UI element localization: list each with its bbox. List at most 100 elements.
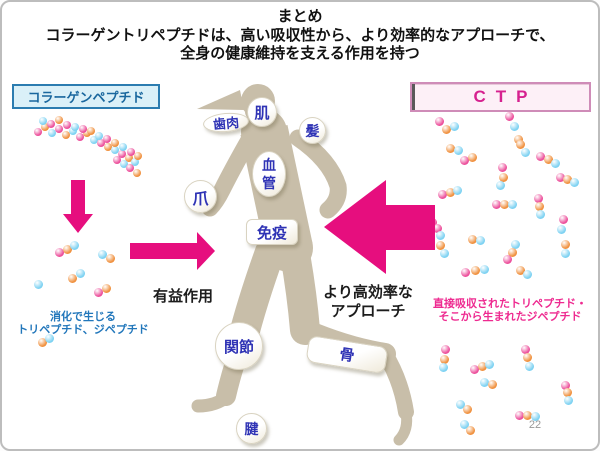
peptide-bead xyxy=(87,127,95,135)
peptide-bead xyxy=(504,111,514,121)
body-label-immunity: 免疫 xyxy=(246,219,298,245)
peptide-bead xyxy=(507,199,517,209)
back-toe xyxy=(393,406,413,446)
peptide-bead xyxy=(44,333,54,343)
peptide-bead xyxy=(491,199,501,209)
tendon-text: 腱 xyxy=(244,420,259,437)
peptide-bead xyxy=(69,240,79,250)
peptide-bead xyxy=(118,150,126,158)
peptide-bead xyxy=(47,120,55,128)
vessel-text-2: 管 xyxy=(262,175,276,191)
peptide-bead xyxy=(111,146,119,154)
peptide-bead xyxy=(95,132,103,140)
peptide-bead xyxy=(459,419,469,429)
title-block: まとめ コラーゲントリペプチドは、高い吸収性から、より効率的なアプローチで、 全… xyxy=(2,8,598,64)
peptide-bead xyxy=(104,143,112,151)
beneficial-action-text: 有益作用 xyxy=(152,288,213,305)
peptide-bead xyxy=(479,377,489,387)
peptide-bead xyxy=(39,117,47,125)
back-arm xyxy=(289,129,347,219)
left-arrow-icon xyxy=(324,180,435,274)
peptide-bead xyxy=(62,244,72,254)
peptide-bead xyxy=(562,387,572,397)
vessel-text-1: 血 xyxy=(262,157,276,173)
peptide-bead xyxy=(535,209,545,219)
peptide-bead xyxy=(125,154,133,162)
peptide-bead xyxy=(514,410,524,420)
subtitle-line-2: 全身の健康維持を支える作用を持つ xyxy=(180,45,420,62)
peptide-bead xyxy=(445,143,455,153)
peptide-bead xyxy=(459,155,469,165)
peptide-bead xyxy=(498,172,508,182)
peptide-bead xyxy=(533,193,543,203)
body-label-nail: 爪 xyxy=(184,180,217,213)
peptide-bead xyxy=(515,265,525,275)
joint-text: 関節 xyxy=(223,338,254,356)
body-label-tendon: 腱 xyxy=(236,413,267,444)
immunity-text: 免疫 xyxy=(256,224,287,242)
body-label-joint: 関節 xyxy=(215,322,263,370)
absorbed-caption-line-2: そこから生まれたジペプチド xyxy=(438,311,582,323)
peptide-bead xyxy=(34,128,42,136)
peptide-bead xyxy=(435,240,445,250)
peptide-bead xyxy=(434,116,444,126)
peptide-bead xyxy=(513,134,523,144)
peptide-bead xyxy=(75,268,85,278)
peptide-bead xyxy=(560,380,570,390)
peptide-bead xyxy=(535,151,545,161)
right-arrow-icon xyxy=(130,232,215,270)
absorbed-caption: 直接吸収されたトリペプチド・ そこから生まれたジペプチド xyxy=(426,298,594,324)
body-label-skin: 肌 xyxy=(247,97,277,127)
peptide-bead xyxy=(509,121,519,131)
peptide-bead xyxy=(475,235,485,245)
digested-caption: 消化で生じる トリペプチド、ジペプチド xyxy=(2,311,164,337)
peptide-bead xyxy=(101,283,111,293)
peptide-bead xyxy=(62,131,70,139)
front-foot xyxy=(191,389,235,413)
peptide-bead xyxy=(71,123,79,131)
peptide-bead xyxy=(469,364,479,374)
peptide-bead xyxy=(462,404,472,414)
peptide-bead xyxy=(515,139,525,149)
arrows xyxy=(63,180,435,274)
peptide-bead xyxy=(560,239,570,249)
peptide-bead xyxy=(105,253,115,263)
ctp-label: CTP xyxy=(473,87,538,106)
peptide-bead xyxy=(111,139,119,147)
peptide-bead xyxy=(33,279,43,289)
peptide-bead xyxy=(455,399,465,409)
peptide-bead xyxy=(560,248,570,258)
peptide-bead xyxy=(522,269,532,279)
peptide-bead xyxy=(119,143,127,151)
peptide-bead xyxy=(113,156,121,164)
peptide-bead xyxy=(97,249,107,259)
peptide-bead xyxy=(555,172,565,182)
nail-text: 爪 xyxy=(192,190,209,208)
peptide-bead xyxy=(465,425,475,435)
peptide-bead xyxy=(499,199,509,209)
down-arrow-icon xyxy=(63,180,93,233)
peptide-bead xyxy=(134,152,142,160)
peptide-bead xyxy=(563,395,573,405)
peptide-bead xyxy=(131,158,139,166)
peptide-bead xyxy=(510,239,520,249)
peptide-bead xyxy=(534,201,544,211)
peptide-bead xyxy=(93,287,103,297)
ctp-box: CTP xyxy=(410,82,591,112)
peptide-bead xyxy=(120,160,128,168)
peptide-bead xyxy=(479,264,489,274)
efficient-approach-label: より高効率な アプローチ xyxy=(322,283,414,321)
peptide-bead xyxy=(524,361,534,371)
peptide-bead xyxy=(440,344,450,354)
body-label-blood-vessel: 血 管 xyxy=(252,151,286,197)
skin-text: 肌 xyxy=(254,104,270,122)
peptide-bead xyxy=(445,187,455,197)
peptide-bead xyxy=(520,147,530,157)
peptide-bead xyxy=(569,177,579,187)
peptide-bead xyxy=(37,337,47,347)
peptide-bead xyxy=(550,158,560,168)
peptide-bead xyxy=(432,223,442,233)
